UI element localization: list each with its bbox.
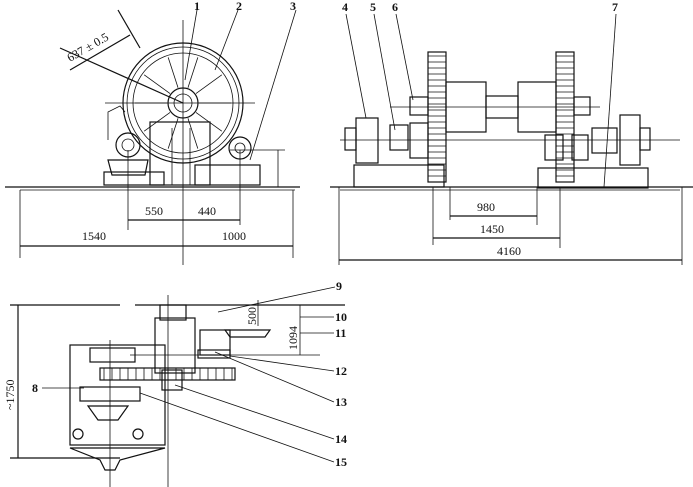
gear-bar xyxy=(99,367,236,381)
drum-spoke xyxy=(143,74,171,94)
part-label-14: 14 xyxy=(335,432,347,446)
part-label-7: 7 xyxy=(612,0,618,14)
dim-1540: 1540 xyxy=(82,229,106,243)
leader-6 xyxy=(395,13,414,101)
dim-500: 500 xyxy=(245,307,259,325)
part-label-9: 9 xyxy=(336,279,342,293)
dim-980: 980 xyxy=(477,200,495,214)
part-label-15: 15 xyxy=(335,455,347,469)
part-label-1: 1 xyxy=(194,0,200,13)
leader-1 xyxy=(184,9,198,81)
left-frame xyxy=(69,344,166,446)
leader-7 xyxy=(603,13,617,188)
dim-1094: 1094 xyxy=(286,326,300,350)
dim-440: 440 xyxy=(198,204,216,218)
part-label-2: 2 xyxy=(236,0,242,13)
leader-3 xyxy=(249,9,297,161)
dim-1450: 1450 xyxy=(480,222,504,236)
dim-550: 550 xyxy=(145,204,163,218)
part-label-4: 4 xyxy=(342,0,348,14)
drum-spoke xyxy=(187,118,199,149)
part-label-12: 12 xyxy=(335,364,347,378)
side-view: 4 5 6 7 980 1450 4160 xyxy=(330,0,693,265)
left-drive-motor xyxy=(355,117,379,164)
drum-spoke xyxy=(195,74,223,94)
part-label-10: 10 xyxy=(335,310,347,324)
pedestal xyxy=(149,121,211,186)
leader-2 xyxy=(214,9,239,71)
drum-spoke xyxy=(167,118,179,149)
dim-4160: 4160 xyxy=(497,244,521,258)
part-label-13: 13 xyxy=(335,395,347,409)
front-view: 637 ± 0.5 1 2 3 550 440 1540 1000 xyxy=(5,0,300,265)
part-label-3: 3 xyxy=(290,0,296,13)
right-gear xyxy=(555,51,575,183)
drum-spoke xyxy=(167,57,179,88)
part-label-6: 6 xyxy=(392,0,398,14)
drum-spoke xyxy=(187,57,199,88)
part-label-8: 8 xyxy=(32,381,38,395)
part-label-5: 5 xyxy=(370,0,376,14)
dim-1000: 1000 xyxy=(222,229,246,243)
part-label-11: 11 xyxy=(335,326,346,340)
dim-1750: ~1750 xyxy=(3,380,17,411)
leader-4 xyxy=(345,13,367,119)
plan-view: ~1750 500 1094 8 9 10 11 xyxy=(3,279,347,487)
left-gear xyxy=(427,51,447,183)
leader-5 xyxy=(373,13,396,131)
